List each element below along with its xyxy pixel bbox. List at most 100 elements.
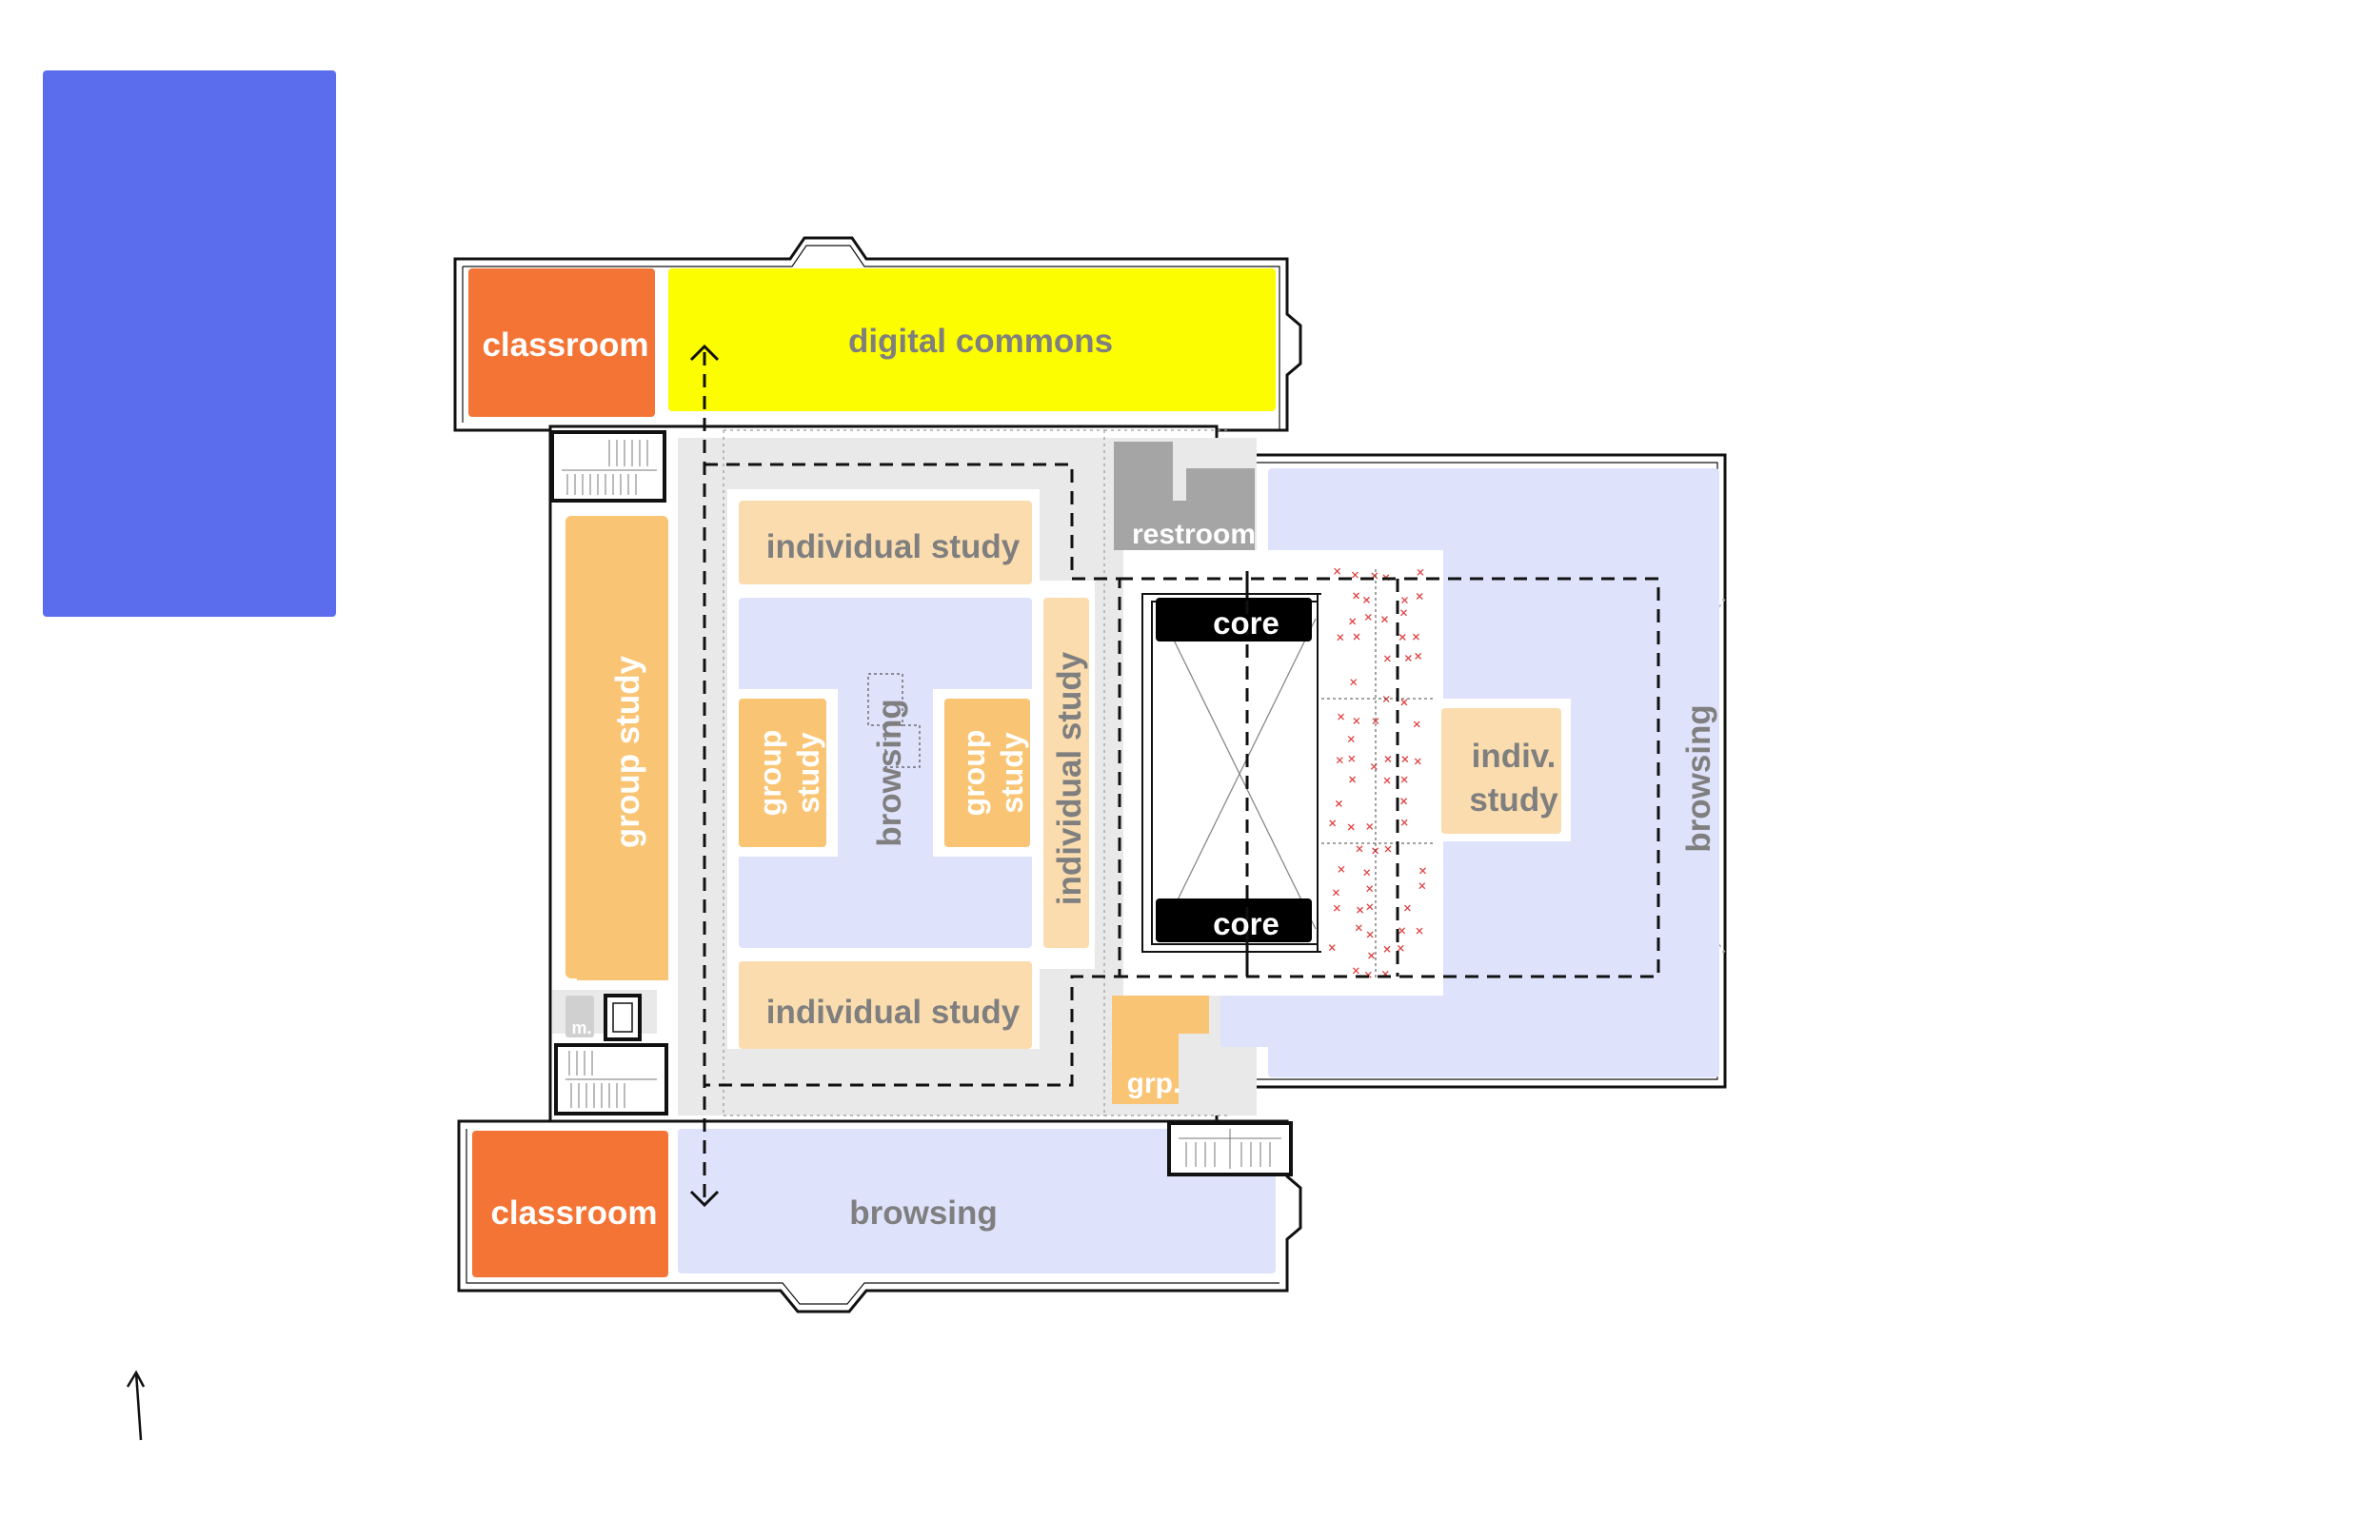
hatch-mark (1333, 904, 1340, 912)
hatch-mark (1334, 567, 1341, 575)
mechanical-room (565, 996, 594, 1037)
hatch-mark (1368, 952, 1375, 959)
hatch-mark (1347, 823, 1355, 831)
group-study-small-right-label-2: study (995, 732, 1029, 814)
hatch-mark (1338, 865, 1345, 873)
hatch-mark (1403, 904, 1411, 912)
hatch-mark (1413, 721, 1420, 728)
hatch-mark (1400, 819, 1408, 826)
indiv-study-label-2: study (1469, 781, 1558, 819)
hatch-mark (1366, 885, 1374, 893)
hatch-mark (1400, 597, 1408, 604)
hatch-mark (1366, 903, 1374, 911)
elevator-small (604, 994, 642, 1041)
grp-label: grp. (1127, 1068, 1181, 1099)
hatch-mark (1329, 819, 1337, 827)
core-top-label: core (1213, 605, 1279, 641)
hatch-mark (1372, 718, 1379, 725)
stair-bottom-left (554, 1043, 668, 1116)
browsing-right-label: browsing (1680, 704, 1717, 853)
browsing-bottom (678, 1129, 1276, 1273)
hatch-mark (1349, 618, 1357, 625)
hatch-mark (1384, 845, 1392, 853)
stair-bottom-right (1167, 1121, 1293, 1176)
hatch-mark (1382, 696, 1390, 703)
individual-study-top-label: individual study (766, 528, 1021, 565)
group-study-left-label: group study (609, 655, 646, 848)
hatch-mark (1383, 945, 1391, 953)
group-study-small-right-label-1: group (957, 730, 991, 817)
hatch-mark (1353, 633, 1360, 641)
restroom (1114, 442, 1255, 550)
circulation-path (703, 352, 1660, 1197)
hatch-mark (1338, 713, 1345, 721)
hatch-mark (1416, 593, 1423, 600)
hatch-mark (1414, 758, 1421, 765)
browsing-bottom-label: browsing (849, 1194, 998, 1232)
browsing-center-label: browsing (871, 699, 908, 847)
hatch-mark (1401, 756, 1409, 763)
hatch-mark (1398, 634, 1406, 641)
browsing-center (739, 598, 1032, 948)
digital-commons-label: digital commons (848, 323, 1113, 360)
hatch-mark (1355, 924, 1362, 932)
hatch-mark (1400, 609, 1407, 617)
hatch-mark (1400, 699, 1408, 706)
group-study-small-left-label-1: group (753, 730, 787, 817)
m-label: m. (571, 1018, 591, 1037)
hatch-mark (1366, 931, 1374, 938)
hatch-mark (1353, 717, 1360, 724)
stair-top-left (550, 430, 666, 503)
classroom-bottom (472, 1131, 668, 1277)
hatch-mark (1419, 867, 1426, 875)
hatch-mark (1363, 596, 1370, 603)
hatch-mark (1356, 845, 1363, 853)
arrow-down-icon (689, 1190, 720, 1208)
hatch-mark (1418, 882, 1426, 890)
hatch-mark (1400, 798, 1408, 805)
classroom-bottom-label: classroom (490, 1194, 657, 1232)
hatch-mark (1336, 757, 1343, 764)
classroom-top-label: classroom (482, 326, 648, 364)
hatch-mark (1404, 655, 1412, 661)
hatch-mark (1413, 633, 1419, 641)
hatch-mark (1348, 755, 1356, 762)
hatch-mark (1383, 777, 1391, 784)
hatch-mark (1363, 869, 1371, 877)
hatch-mark (1335, 800, 1342, 807)
group-study-small-right (944, 699, 1030, 847)
individual-study-top (739, 501, 1032, 584)
hatch-mark (1357, 906, 1364, 914)
restroom-label: restroom (1132, 519, 1256, 550)
hatch-mark (1397, 944, 1404, 952)
hatch-mark (1398, 927, 1406, 935)
hatch-mark (1353, 592, 1360, 600)
arrow-up-icon (689, 344, 720, 362)
legend-swatch (43, 70, 336, 617)
indiv-study-label-1: indiv. (1472, 738, 1557, 775)
hatch-mark (1364, 614, 1372, 621)
hatch-mark (1381, 616, 1388, 623)
hatch-mark (1416, 927, 1423, 935)
hatch-mark (1337, 634, 1344, 642)
stair-void (1321, 562, 1434, 980)
hatch-mark (1384, 756, 1392, 762)
hatch-mark (1366, 822, 1374, 830)
group-study-small-left (739, 699, 826, 847)
core-bottom-label: core (1213, 906, 1279, 941)
hatch-mark (1352, 967, 1359, 975)
north-arrow-icon (126, 1370, 146, 1441)
hatch-mark (1347, 736, 1355, 743)
core-top (1156, 598, 1312, 642)
hatch-mark (1415, 652, 1422, 660)
indiv-study (1441, 708, 1561, 834)
grp-room (1112, 996, 1209, 1104)
individual-study-bottom-label: individual study (766, 994, 1021, 1031)
hatch-mark (1349, 776, 1357, 783)
display-case (867, 673, 921, 768)
hatch-mark (1332, 889, 1339, 897)
digital-commons (668, 268, 1276, 411)
core-bottom (1156, 898, 1312, 942)
hatch-mark (1417, 568, 1424, 576)
